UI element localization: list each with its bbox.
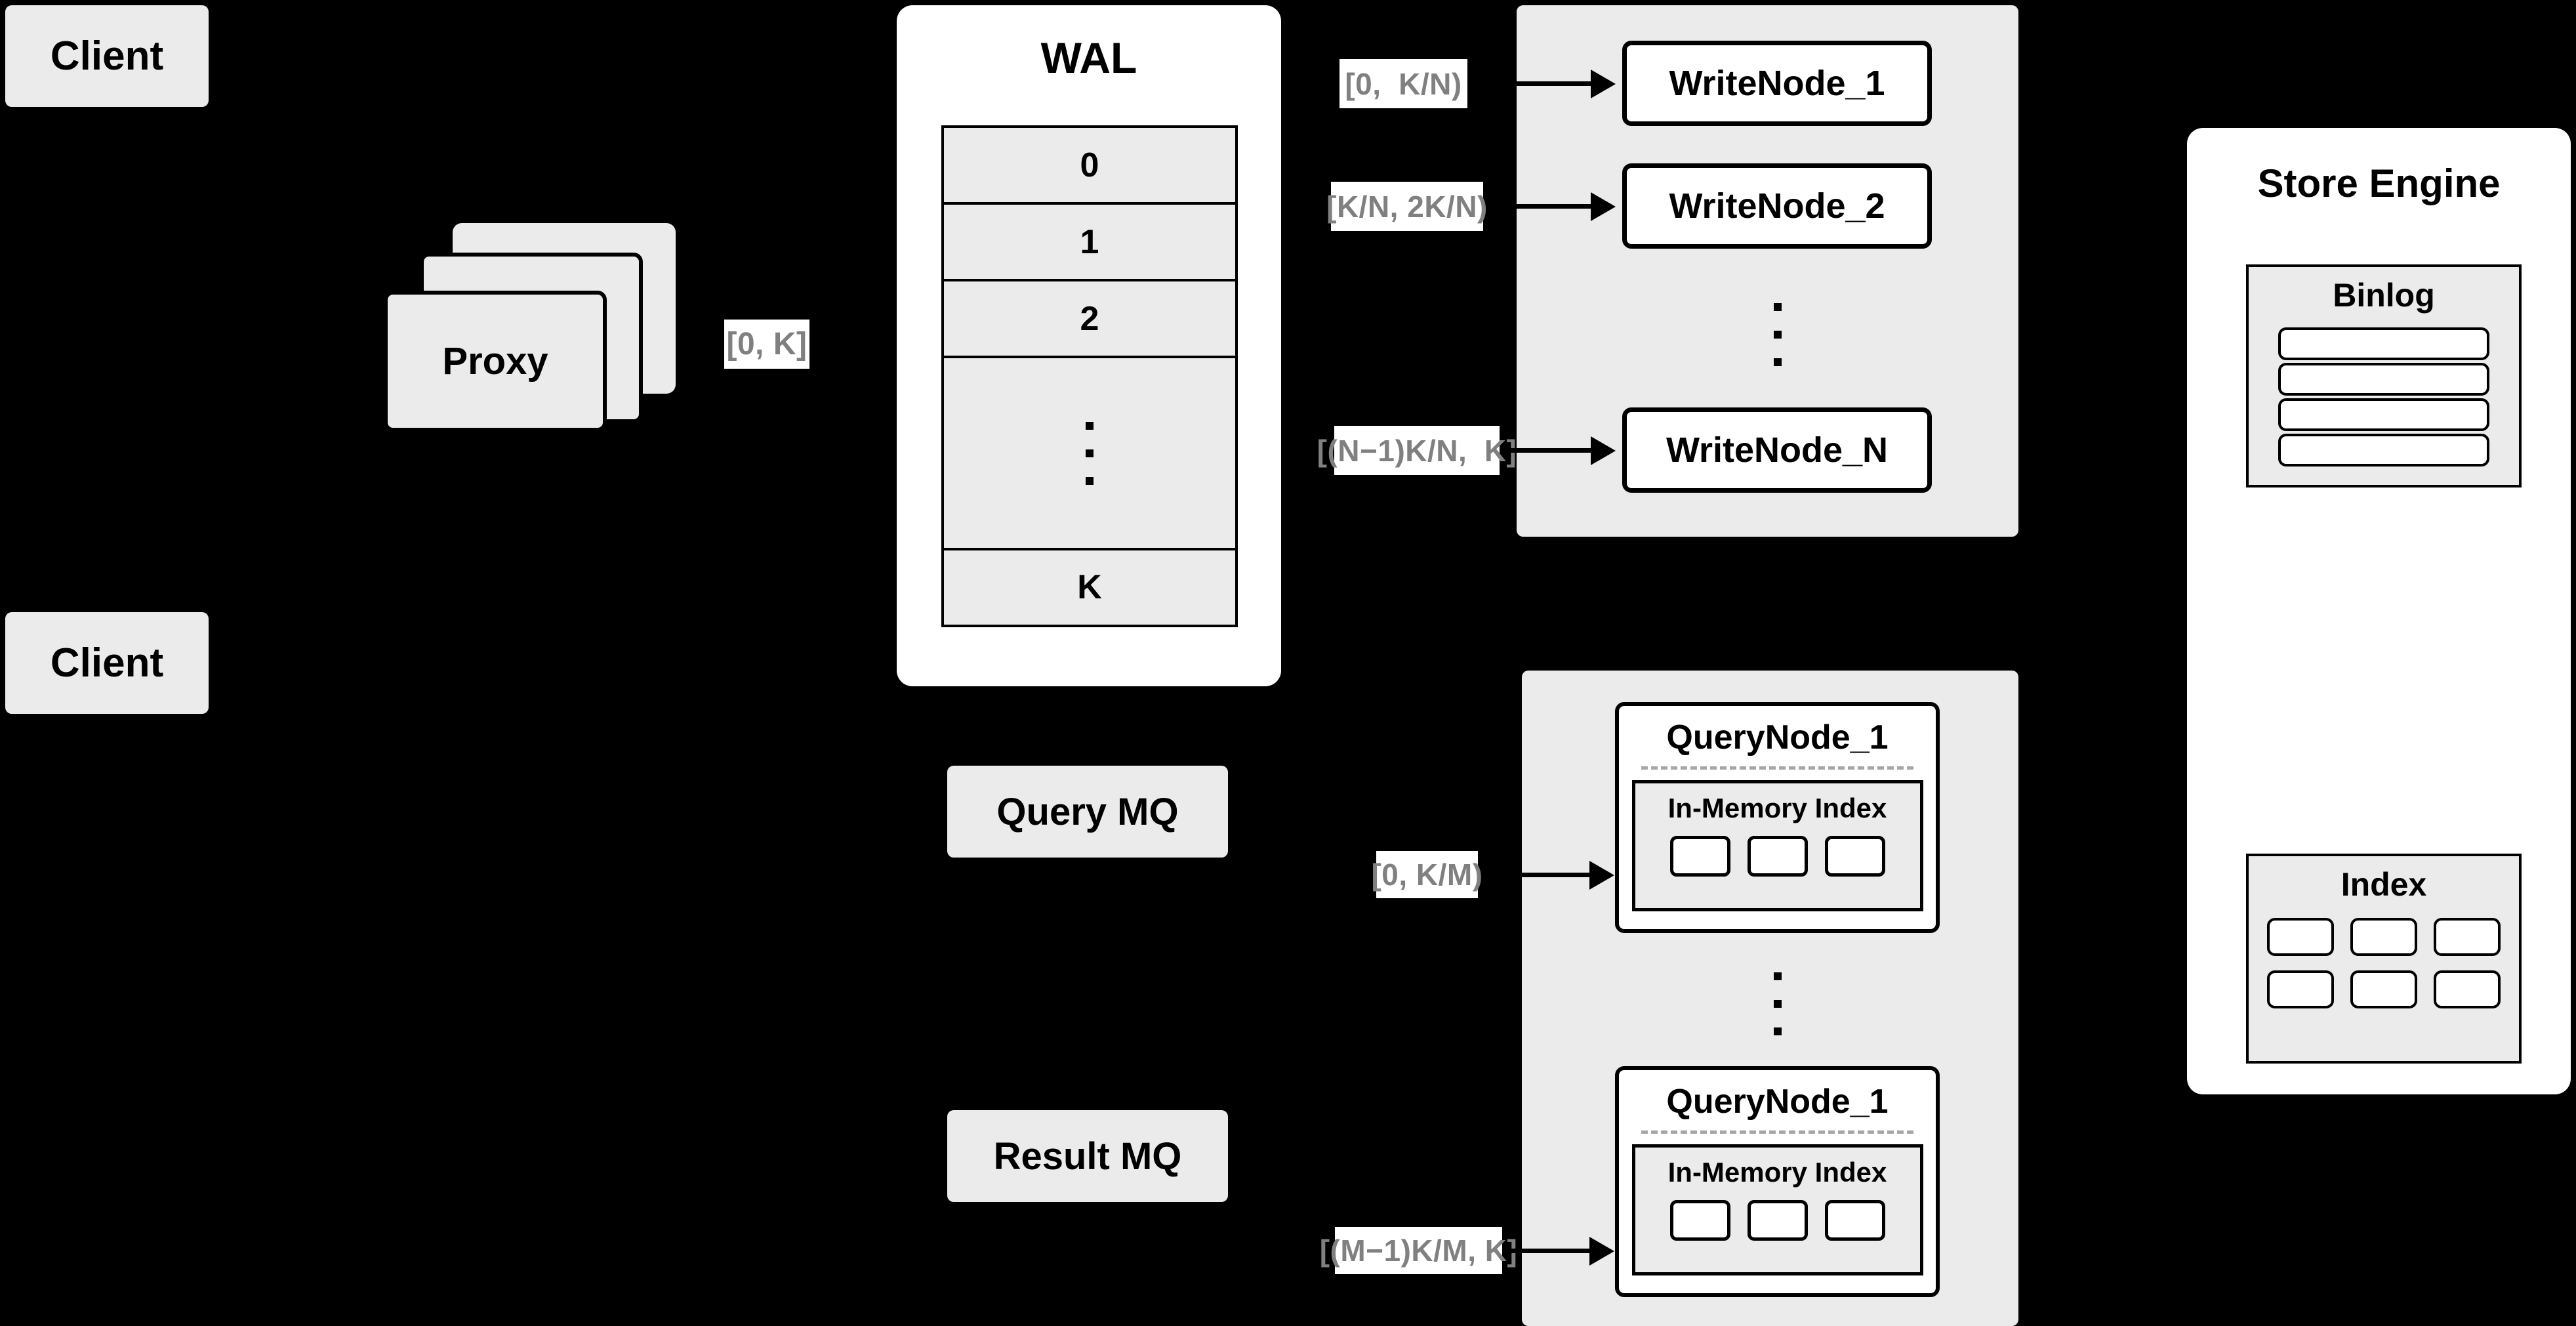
writenode-2-range-label: [K/N, 2K/N)	[1326, 182, 1487, 231]
client-box-2[interactable]: Client	[5, 612, 209, 714]
querynode-2-arrow-line	[1503, 1249, 1589, 1253]
querynode-1-inmemory-index: In-Memory Index	[1631, 780, 1923, 911]
binlog-bar[interactable]	[2278, 363, 2489, 396]
writenode-2-box[interactable]: WriteNode_2	[1622, 163, 1932, 249]
ellipsis-dot-icon	[1086, 476, 1094, 485]
store-engine-title: Store Engine	[2257, 161, 2501, 205]
ellipsis-dot-icon	[1774, 331, 1782, 339]
writenode-1-arrow-head-icon	[1591, 70, 1616, 98]
proxy-card-front[interactable]: Proxy	[384, 291, 607, 432]
querynode-1-divider	[1641, 766, 1914, 770]
index-cell[interactable]	[1747, 836, 1808, 877]
binlog-arrow-line	[2165, 388, 2201, 392]
querynode-1-index-cells	[1669, 836, 1885, 877]
querynode-2-index-cells	[1669, 1200, 1885, 1241]
writenode-n-box[interactable]: WriteNode_N	[1622, 407, 1932, 493]
querynode-2-box[interactable]: QueryNode_1 In-Memory Index	[1615, 1066, 1940, 1297]
writenode-2-arrow-line	[1486, 204, 1591, 209]
wal-row-ellipsis	[944, 358, 1235, 550]
store-index-cell[interactable]	[2433, 918, 2501, 956]
writenode-n-range-label: [(N−1)K/N, K]	[1317, 426, 1517, 475]
writenode-1-arrow-line	[1473, 81, 1591, 86]
store-index-cell[interactable]	[2267, 918, 2335, 956]
client-box-1[interactable]: Client	[5, 5, 209, 107]
index-cell[interactable]	[1669, 1200, 1730, 1241]
store-index-cell[interactable]	[2433, 970, 2501, 1008]
index-arrow-line	[2165, 950, 2201, 955]
index-cell[interactable]	[1669, 836, 1730, 877]
result-mq-box[interactable]: Result MQ	[947, 1110, 1228, 1202]
wal-row[interactable]: 2	[944, 281, 1235, 359]
binlog-bar[interactable]	[2278, 398, 2489, 431]
querynode-1-arrow-head-icon	[1589, 861, 1614, 890]
query-cluster-ellipsis	[1738, 945, 1817, 1063]
store-index-cell[interactable]	[2350, 970, 2417, 1008]
writenode-1-box[interactable]: WriteNode_1	[1622, 41, 1932, 126]
binlog-bar[interactable]	[2278, 327, 2489, 360]
writenode-2-arrow-head-icon	[1591, 192, 1616, 221]
index-cell[interactable]	[1824, 836, 1885, 877]
store-index-section: Index	[2246, 854, 2522, 1064]
wal-row[interactable]: K	[944, 550, 1235, 625]
querynode-2-inmemory-index: In-Memory Index	[1631, 1144, 1923, 1275]
ellipsis-dot-icon	[1774, 358, 1782, 366]
ellipsis-dot-icon	[1774, 1027, 1782, 1035]
querynode-2-index-title: In-Memory Index	[1667, 1157, 1887, 1188]
store-index-cell[interactable]	[2350, 918, 2417, 956]
client-label-2: Client	[50, 640, 164, 686]
ellipsis-dot-icon	[1774, 972, 1782, 980]
client-label-1: Client	[50, 33, 164, 79]
ellipsis-dot-icon	[1086, 421, 1094, 430]
ellipsis-dot-icon	[1774, 303, 1782, 311]
store-index-grid	[2262, 918, 2505, 1008]
wal-table: 0 1 2 K	[941, 125, 1238, 627]
binlog-section: Binlog	[2246, 264, 2522, 487]
writenode-1-range-label: [0, K/N)	[1339, 59, 1467, 108]
binlog-title: Binlog	[2333, 277, 2435, 314]
store-index-title: Index	[2341, 866, 2427, 903]
querynode-2-divider	[1641, 1130, 1914, 1134]
index-cell[interactable]	[1747, 1200, 1808, 1241]
write-cluster-ellipsis	[1738, 276, 1817, 394]
querynode-2-range-label: [(M−1)K/M, K]	[1320, 1227, 1517, 1274]
querynode-2-title: QueryNode_1	[1666, 1083, 1889, 1121]
writenode-n-arrow-line	[1502, 448, 1591, 453]
query-mq-box[interactable]: Query MQ	[947, 766, 1228, 858]
writenode-n-arrow-head-icon	[1591, 436, 1616, 465]
proxy-range-label: [0, K]	[724, 320, 809, 369]
store-engine-panel: Store Engine Binlog Index	[2187, 128, 2571, 1094]
ellipsis-dot-icon	[1774, 1000, 1782, 1008]
store-index-cell[interactable]	[2267, 970, 2335, 1008]
querynode-1-range-label: [0, K/M)	[1371, 851, 1482, 898]
binlog-bar[interactable]	[2278, 434, 2489, 466]
querynode-2-arrow-head-icon	[1589, 1237, 1614, 1266]
querynode-1-title: QueryNode_1	[1666, 718, 1889, 756]
wal-row[interactable]: 1	[944, 205, 1235, 282]
wal-panel: WAL 0 1 2 K	[897, 5, 1281, 686]
wal-title: WAL	[1040, 33, 1137, 82]
proxy-label: Proxy	[442, 340, 548, 383]
index-cell[interactable]	[1824, 1200, 1885, 1241]
querynode-1-index-title: In-Memory Index	[1667, 793, 1887, 823]
querynode-1-arrow-line	[1481, 873, 1589, 877]
ellipsis-dot-icon	[1086, 449, 1094, 457]
wal-row[interactable]: 0	[944, 128, 1235, 205]
querynode-1-box[interactable]: QueryNode_1 In-Memory Index	[1615, 702, 1940, 933]
